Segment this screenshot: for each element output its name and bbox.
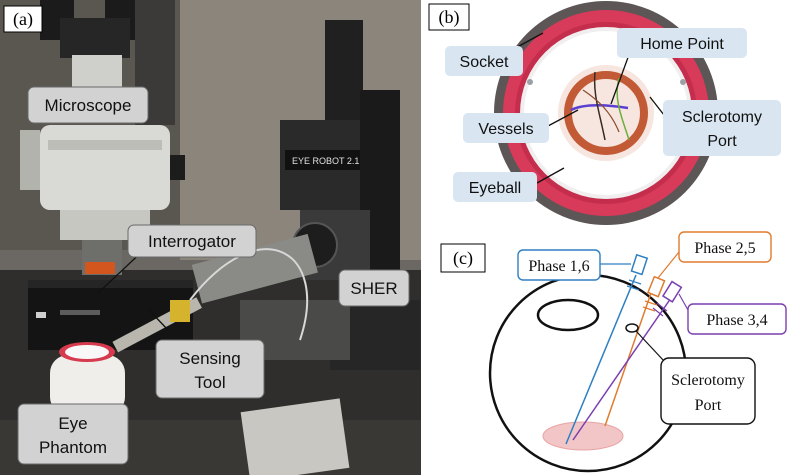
label-sclerotomy-port-b-line2: Port: [707, 133, 737, 150]
panel-letter-c: (c): [453, 248, 473, 269]
label-sher: SHER: [338, 269, 410, 307]
label-phase-1-6-text: Phase 1,6: [528, 258, 589, 275]
microscope-device: [20, 0, 185, 275]
label-eye-phantom-line2: Phantom: [39, 438, 107, 457]
label-interrogator-text: Interrogator: [148, 232, 236, 251]
robot-plate-text: EYE ROBOT 2.1: [292, 156, 359, 166]
label-interrogator: Interrogator: [97, 224, 257, 294]
diagram-panel-c: (c) Pha: [423, 230, 800, 475]
label-phase-3-4: Phase 3,4: [678, 293, 787, 335]
sensing-tool: [112, 248, 309, 353]
label-sclerotomy-port-c: Sclerotomy Port: [635, 330, 756, 425]
label-socket-text: Socket: [460, 54, 509, 71]
label-phase-1-6: Phase 1,6: [517, 249, 631, 281]
label-sclerotomy-port-b: Sclerotomy Port: [649, 96, 781, 156]
photo-a-illustration: EYE ROBOT 2.1 (a) Microscope: [0, 0, 421, 475]
tool-path-phase-3-4: [572, 297, 672, 441]
retina-target: [542, 421, 624, 451]
photo-b-illustration: (b) Socket Home Point Vessels Sclerotomy…: [423, 0, 800, 228]
label-socket: Socket: [445, 32, 544, 76]
label-eye-phantom: Eye Phantom: [17, 403, 129, 465]
label-phase-3-4-text: Phase 3,4: [706, 312, 767, 329]
label-home-point-text: Home Point: [640, 36, 724, 53]
pupil-ellipse: [536, 298, 600, 332]
tool-handle-phase-1-6: [626, 253, 649, 291]
tool-handle-phase-3-4: [652, 280, 683, 317]
label-sclerotomy-port-c-line2: Port: [695, 397, 722, 414]
label-vessels-text: Vessels: [478, 121, 533, 138]
label-vessels: Vessels: [463, 109, 579, 143]
sclerotomy-port-marker: [625, 323, 639, 333]
label-microscope-text: Microscope: [45, 96, 132, 115]
tool-handle-phase-2-5: [642, 275, 666, 312]
tool-path-phase-1-6: [565, 274, 637, 445]
sher-robot: EYE ROBOT 2.1: [191, 20, 420, 370]
label-home-point: Home Point: [610, 28, 747, 105]
label-phase-2-5-text: Phase 2,5: [694, 240, 755, 257]
label-sensing-tool-line1: Sensing: [179, 349, 240, 368]
label-microscope: Microscope: [27, 86, 149, 124]
photo-panel-b: (b) Socket Home Point Vessels Sclerotomy…: [423, 0, 800, 228]
label-sher-text: SHER: [350, 279, 397, 298]
label-eyeball-text: Eyeball: [469, 180, 521, 197]
label-phase-2-5: Phase 2,5: [657, 231, 772, 279]
photo-panel-a: EYE ROBOT 2.1 (a) Microscope: [0, 0, 421, 475]
label-sclerotomy-port-c-line1: Sclerotomy: [671, 372, 745, 389]
label-eyeball: Eyeball: [453, 167, 565, 202]
label-eye-phantom-line1: Eye: [58, 414, 87, 433]
label-sclerotomy-port-b-line1: Sclerotomy: [682, 109, 762, 126]
panel-letter-a: (a): [13, 9, 33, 30]
label-sensing-tool: Sensing Tool: [147, 308, 265, 399]
panel-letter-b: (b): [439, 7, 460, 28]
schematic-c: (c) Pha: [423, 230, 800, 475]
label-sensing-tool-line2: Tool: [194, 373, 225, 392]
eye-phantom: [50, 342, 125, 415]
